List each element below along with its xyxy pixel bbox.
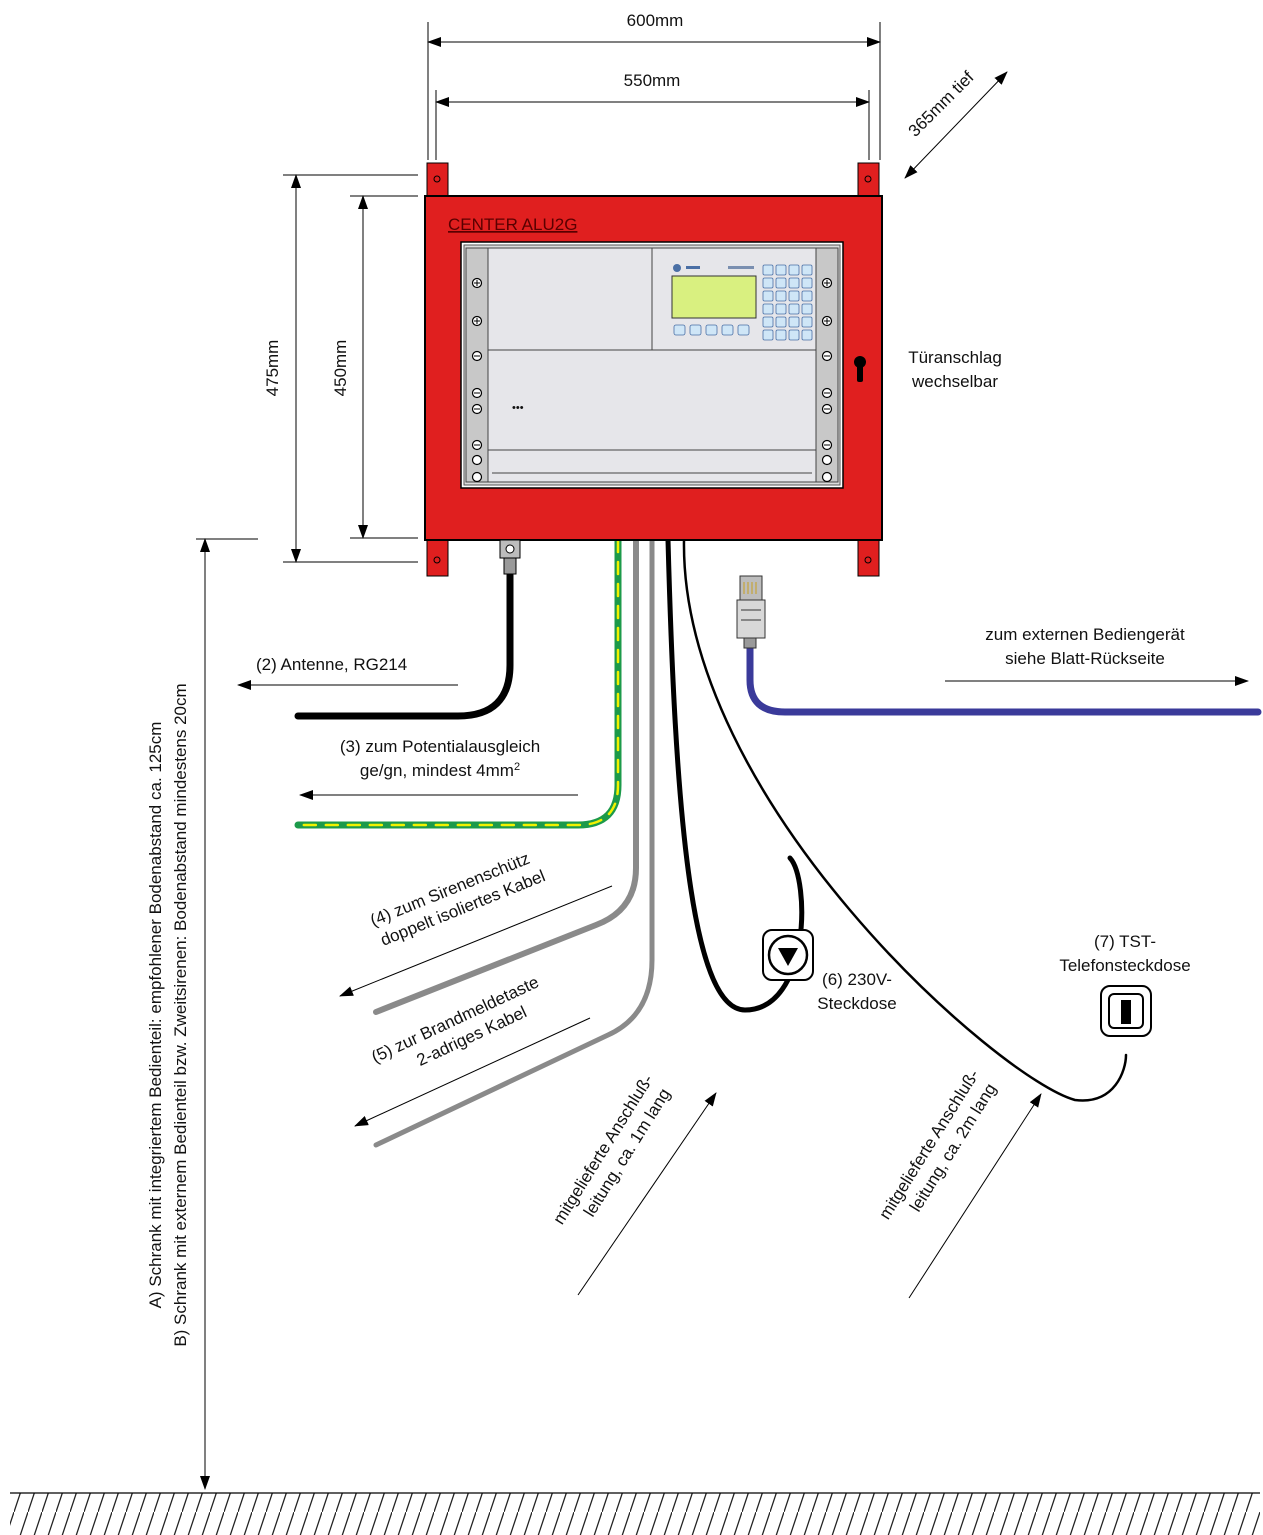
pointer-arrows (237, 676, 1249, 1299)
cabinet-title: CENTER ALU2G (448, 215, 577, 234)
siren-cable (373, 537, 639, 1015)
dim-550-label: 550mm (624, 71, 681, 90)
external-control-cable (746, 641, 1262, 716)
socket-label-line2: Steckdose (817, 994, 896, 1013)
network-plug-icon (736, 575, 766, 649)
bottom-tray (487, 449, 817, 483)
door-note-line2: wechselbar (911, 372, 998, 391)
power-cable (665, 537, 805, 1013)
potential-label-line1: (3) zum Potentialausgleich (340, 737, 540, 756)
door-note-line1: Türanschlag (908, 348, 1002, 367)
power-socket-icon (762, 929, 814, 981)
antenna-connector (499, 539, 521, 575)
lcd-display (671, 275, 757, 319)
bracket-bottom-left (426, 535, 449, 577)
external-label-line1: zum externen Bediengerät (985, 625, 1185, 644)
fire-alarm-cable (373, 537, 655, 1148)
antenna-cable (294, 571, 514, 720)
siren-arrow (339, 885, 613, 997)
cables (294, 536, 1262, 1148)
dim-600-label: 600mm (627, 11, 684, 30)
mounting-height-label-b: B) Schrank mit externem Bedienteil bzw. … (171, 683, 190, 1346)
tst-label-line1: (7) TST- (1094, 932, 1156, 951)
cable2-arrow (908, 1093, 1042, 1299)
earth-cable (294, 536, 622, 829)
brand-logo-icon (673, 264, 681, 272)
tst-label-line2: Telefonsteckdose (1059, 956, 1190, 975)
floor-hatch (10, 1493, 1260, 1535)
module-ellipsis: ••• (512, 402, 524, 414)
bracket-bottom-right (857, 535, 880, 577)
potential-label-text: ge/gn, mindest 4mm (360, 761, 514, 780)
potential-label-sup: 2 (514, 761, 520, 773)
external-label-line2: siehe Blatt-Rückseite (1005, 649, 1165, 668)
dim-450-label: 450mm (331, 340, 350, 397)
phone-socket-icon (1100, 985, 1152, 1037)
fire-alarm-arrow (354, 1017, 591, 1127)
mounting-height-label-a: A) Schrank mit integriertem Bedienteil: … (146, 722, 165, 1309)
dimension-lines (196, 22, 1008, 1490)
dim-depth-line (904, 71, 1008, 179)
potential-label-line2: ge/gn, mindest 4mm2 (360, 761, 520, 780)
cable1-arrow (577, 1092, 717, 1296)
earth-cable-stripe (296, 538, 620, 827)
cabinet: CENTER ALU2G ••• (424, 195, 883, 541)
socket-label-line1: (6) 230V- (822, 970, 892, 989)
dim-475-label: 475mm (263, 340, 282, 397)
module-panel (487, 349, 817, 451)
floor (10, 1492, 1260, 1535)
dim-depth-label: 365mm tief (905, 67, 978, 140)
function-keys (673, 324, 750, 336)
door-lock-icon (854, 356, 866, 382)
wall-brackets (426, 162, 880, 577)
antenna-label: (2) Antenne, RG214 (256, 655, 407, 674)
keypad (762, 264, 813, 341)
phone-cable (682, 538, 1128, 1102)
